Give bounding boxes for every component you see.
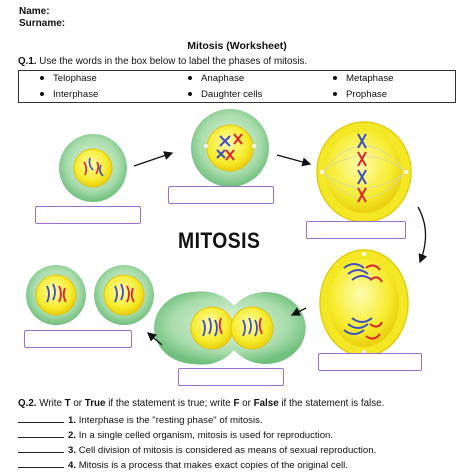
answer-blank[interactable] [18, 413, 64, 423]
bullet-icon [188, 76, 192, 81]
word-item: Anaphase [188, 73, 244, 84]
word-item: Telophase [40, 73, 97, 84]
tf-statement: 1. Interphase is the "resting phase" of … [18, 413, 263, 426]
name-label: Name: [19, 6, 50, 17]
bullet-icon [40, 92, 44, 97]
answer-box-prophase[interactable] [168, 186, 274, 204]
arrow-icon [417, 206, 428, 264]
answer-box-anaphase[interactable] [318, 353, 422, 371]
cell-anaphase [319, 249, 409, 357]
worksheet-title: Mitosis (Worksheet) [187, 40, 287, 52]
word-item: Daughter cells [188, 89, 262, 100]
answer-box-telophase[interactable] [178, 368, 284, 386]
q1-text: Use the words in the box below to label … [36, 56, 308, 67]
bullet-icon [333, 92, 337, 97]
answer-box-interphase[interactable] [35, 206, 141, 224]
cell-daughter-cells [26, 265, 154, 325]
cell-interphase [59, 134, 127, 202]
answer-box-metaphase[interactable] [306, 221, 406, 239]
tf-statement: 3. Cell division of mitosis is considere… [18, 443, 376, 456]
answer-blank[interactable] [18, 443, 64, 453]
arrow-icon [133, 151, 174, 167]
bullet-icon [40, 76, 44, 81]
q2-instruction: Q.2. Write T or True if the statement is… [18, 398, 385, 409]
q1-number: Q.1. [18, 56, 37, 67]
cell-prophase [191, 109, 269, 187]
answer-box-daughter-cells[interactable] [24, 330, 132, 348]
word-item: Prophase [333, 89, 387, 100]
q1-instruction: Q.1. Use the words in the box below to l… [18, 56, 307, 68]
tf-statement: 4. Mitosis is a process that makes exact… [18, 458, 348, 471]
arrow-icon [290, 307, 307, 316]
word-box [18, 70, 456, 103]
arrow-icon [276, 154, 312, 167]
surname-label: Surname: [19, 18, 66, 29]
arrow-icon [147, 332, 163, 346]
diagram-center-label: MITOSIS [178, 228, 261, 253]
cell-metaphase [316, 121, 412, 223]
answer-blank[interactable] [18, 458, 64, 468]
bullet-icon [333, 76, 337, 81]
tf-statement: 2. In a single celled organism, mitosis … [18, 428, 333, 441]
answer-blank[interactable] [18, 428, 64, 438]
word-item: Interphase [40, 89, 98, 100]
cell-telophase [154, 291, 306, 365]
bullet-icon [188, 92, 192, 97]
word-item: Metaphase [333, 73, 393, 84]
